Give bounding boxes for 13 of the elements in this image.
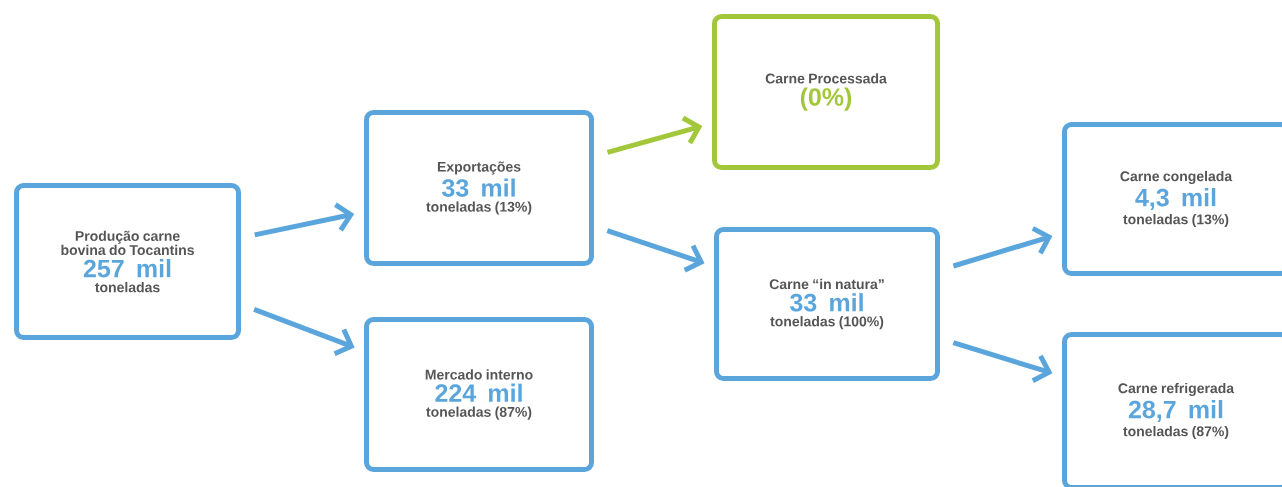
arrow (952, 340, 1053, 383)
arrow (952, 226, 1053, 269)
arrow (253, 307, 355, 357)
process-box: Carne “in natura” 33 mil toneladas (100%) (714, 227, 940, 381)
arrow (606, 228, 705, 273)
process-box: Produção carne bovina do Tocantins 257 mil toneladas (14, 183, 241, 340)
process-box: Exportações 33 mil toneladas (13%) (364, 110, 594, 266)
process-box: Carne Processada (0%) (712, 14, 940, 170)
process-box: Carne congelada 4,3 mil toneladas (13%) (1062, 122, 1282, 276)
process-box: Carne refrigerada 28,7 mil toneladas (87%) (1062, 332, 1282, 487)
arrow (254, 202, 355, 238)
arrow (606, 115, 703, 155)
process-box: Mercado interno 224 mil toneladas (87%) (364, 317, 594, 472)
